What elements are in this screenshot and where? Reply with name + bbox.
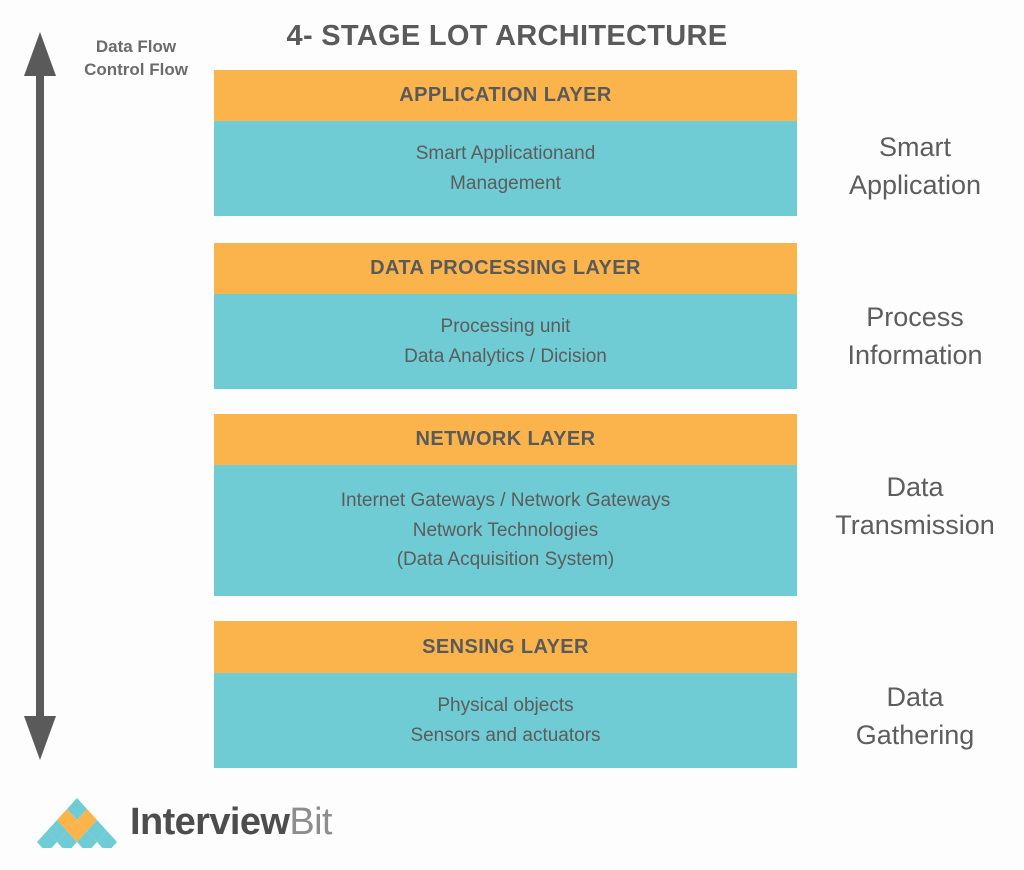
interviewbit-diamond-triangle-logo-icon [37,798,117,848]
logo-text-bit: Bit [289,800,332,843]
layer-block-data-processing: DATA PROCESSING LAYER Processing unit Da… [214,243,797,389]
layer-body-line: Processing unit [440,316,571,338]
layer-header-data-processing: DATA PROCESSING LAYER [214,243,797,294]
layer-body-line: (Data Acquisition System) [396,549,615,571]
stage-label-data-transmission: Data Transmission [815,468,1015,545]
layer-body-line: Physical objects [437,695,574,717]
interviewbit-wordmark: InterviewBit [130,801,332,844]
layer-body-line: Data Analytics / Dicision [404,345,607,367]
layer-block-sensing: SENSING LAYER Physical objects Sensors a… [214,621,797,768]
stage-label-line: Data [886,472,944,502]
layer-body-line: Internet Gateways / Network Gateways [340,490,671,512]
interviewbit-logo: InterviewBit [34,796,332,848]
layer-body-data-processing: Processing unit Data Analytics / Dicisio… [214,294,797,389]
layer-header-application: APPLICATION LAYER [214,70,797,121]
layer-block-application: APPLICATION LAYER Smart Applicationand M… [214,70,797,216]
layer-body-line: Network Technologies [412,519,599,541]
stage-label-line: Data [886,682,944,712]
layer-body-line: Smart Applicationand [415,143,596,165]
flow-caption: Data Flow Control Flow [66,36,206,82]
logo-text-interview: Interview [130,800,290,843]
stage-label-smart-application: Smart Application [815,128,1015,205]
stage-label-line: Process [866,302,964,332]
flow-caption-line-1: Data Flow [95,37,177,56]
layer-body-line: Sensors and actuators [410,724,601,746]
stage-label-line: Smart [878,132,951,162]
stage-label-process-information: Process Information [815,298,1015,375]
stage-label-data-gathering: Data Gathering [815,678,1015,755]
stage-label-line: Transmission [835,510,995,541]
page-title: 4- STAGE LOT ARCHITECTURE [286,20,728,52]
layer-body-network: Internet Gateways / Network Gateways Net… [214,465,797,596]
flow-caption-line-2: Control Flow [84,59,188,79]
layer-header-sensing: SENSING LAYER [214,621,797,673]
double-headed-vertical-arrow-icon [24,32,56,760]
stage-label-line: Information [847,340,983,371]
stage-label-line: Application [848,170,982,201]
layer-body-line: Management [450,172,561,194]
layer-body-application: Smart Applicationand Management [214,121,797,216]
layer-block-network: NETWORK LAYER Internet Gateways / Networ… [214,414,797,596]
stage-label-line: Gathering [855,720,975,751]
layer-header-network: NETWORK LAYER [214,414,797,465]
layer-body-sensing: Physical objects Sensors and actuators [214,673,797,768]
